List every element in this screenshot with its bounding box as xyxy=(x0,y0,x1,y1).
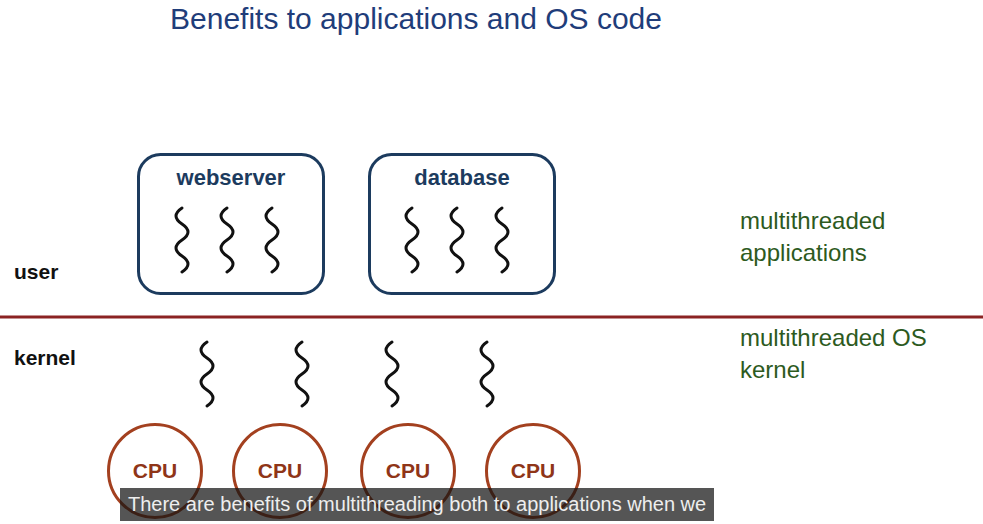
cpu-label: CPU xyxy=(258,459,302,483)
slide-title: Benefits to applications and OS code xyxy=(170,2,662,36)
layer-label: kernel xyxy=(14,344,76,372)
thread-squiggle xyxy=(451,208,463,272)
annotation-note: multithreaded OS kernel xyxy=(740,322,955,387)
thread-squiggles xyxy=(176,208,508,406)
process-box: webserver xyxy=(137,153,325,295)
thread-squiggle xyxy=(221,208,233,272)
thread-squiggle xyxy=(406,208,418,272)
outline-shape xyxy=(139,155,324,294)
thread-squiggle xyxy=(266,208,278,272)
cpu-label: CPU xyxy=(133,459,177,483)
process-name: webserver xyxy=(177,165,286,191)
outline-shape xyxy=(370,155,555,294)
process-box: database xyxy=(368,153,556,295)
thread-squiggle xyxy=(296,342,308,406)
thread-squiggle xyxy=(176,208,188,272)
thread-squiggle xyxy=(481,342,493,406)
user-kernel-divider xyxy=(0,316,983,319)
layer-label: user xyxy=(14,258,58,286)
cpu-label: CPU xyxy=(386,459,430,483)
thread-squiggle xyxy=(386,342,398,406)
video-subtitle: There are benefits of multithreading bot… xyxy=(120,488,714,521)
cpu-label: CPU xyxy=(511,459,555,483)
annotation-note: multithreaded applications xyxy=(740,205,955,270)
process-name: database xyxy=(414,165,509,191)
thread-squiggle xyxy=(496,208,508,272)
thread-squiggle xyxy=(201,342,213,406)
